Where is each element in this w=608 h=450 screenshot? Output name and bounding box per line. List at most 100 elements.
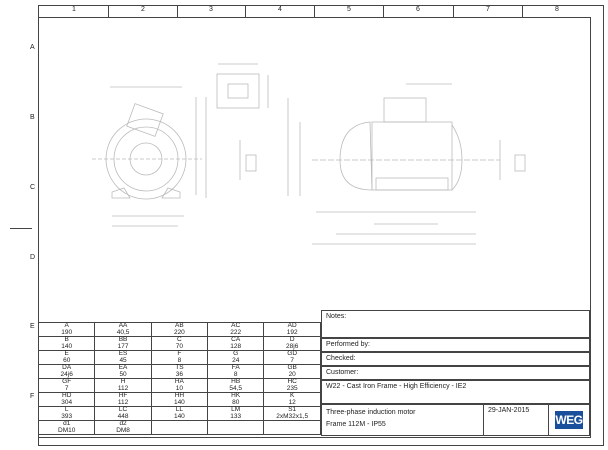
dimension-cell [150,420,209,435]
dimension-label: HD [62,392,72,399]
dimension-value: 8 [177,356,182,364]
dimension-label: d1 [63,420,71,427]
dimension-value: 222 [230,328,242,336]
dimension-value: 112 [117,384,129,392]
dimension-value: 80 [232,398,240,406]
dimension-value: 112 [117,398,129,406]
column-number: 6 [416,6,420,13]
weg-logo: WEG [555,411,583,429]
column-number: 5 [347,6,351,13]
dimension-label: BB [118,336,128,343]
dimension-value: 24j6 [60,370,73,378]
dimension-value: 10 [175,384,183,392]
motor-description: Three-phase induction motor [326,409,416,416]
dimension-label: AC [231,322,241,329]
logo-field: WEG [548,404,590,436]
dimension-value: 177 [117,342,129,350]
dimension-label: B [64,336,69,343]
dimension-value: 140 [173,412,185,420]
dimension-value: 128 [230,342,242,350]
drawing-date: 29-JAN-2015 [488,407,530,414]
dimension-value: 24 [232,356,240,364]
dimension-value: DM10 [58,426,76,434]
dimension-value: 190 [61,328,73,336]
side-view [287,83,500,245]
row-letter: C [30,184,36,191]
dimension-value: DM8 [116,426,130,434]
dimension-value: 8 [233,370,238,378]
front-view [92,86,207,227]
dimension-label: HK [231,392,241,399]
dimension-label: DA [62,364,72,371]
dimension-value: 448 [117,412,129,420]
row-letter: A [30,44,35,51]
dimension-label: G [233,350,239,357]
column-number: 8 [555,6,559,13]
date-field: 29-JAN-2015 [483,404,549,436]
dimension-value: 133 [230,412,242,420]
dimension-value: 7 [64,384,69,392]
dimension-value: 40,5 [116,328,130,336]
dimension-label: GF [62,378,72,385]
dimension-cell [263,420,321,435]
dimension-value: 45 [119,356,127,364]
dimension-value: 50 [119,370,127,378]
column-number: 7 [486,6,490,13]
dimension-label: HF [118,392,128,399]
dimension-label: d2 [119,420,127,427]
dimension-value: 12 [288,398,296,406]
dimension-label: LC [118,406,128,413]
product-line: W22 - Cast Iron Frame - High Efficiency … [326,383,467,390]
row-letter: F [30,393,35,400]
customer-label: Customer: [326,369,359,376]
motor-frame: Frame 112M - IP55 [326,421,386,428]
customer-field: Customer: [321,366,590,380]
dimension-label: K [290,392,295,399]
dimension-label: HB [231,378,241,385]
dimension-label: GB [287,364,297,371]
dimension-value: 7 [290,356,294,364]
column-number: 4 [278,6,282,13]
dimension-value: 20 [288,370,296,378]
dimension-label: H [120,378,126,385]
dimension-value: 304 [61,398,73,406]
dimension-value: 2xM32x1,5 [276,412,309,420]
notes-label: Notes: [326,313,347,320]
dimension-label: A [64,322,69,329]
checked-field: Checked: [321,352,590,366]
dimension-label: HC [287,378,297,385]
dimension-label: HA [174,378,184,385]
column-number: 3 [209,6,213,13]
dimension-label: TS [175,364,184,371]
